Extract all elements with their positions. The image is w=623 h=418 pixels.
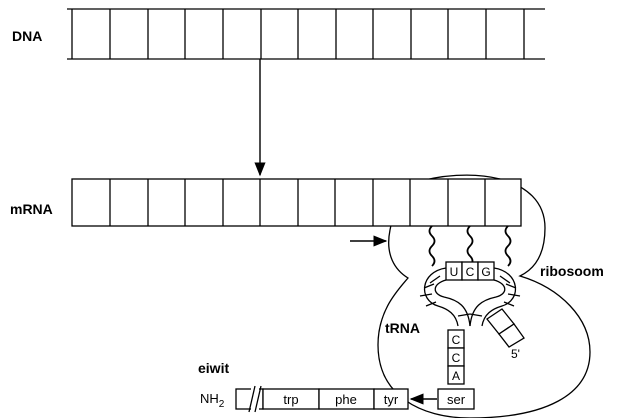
residue-3: tyr <box>384 392 399 407</box>
trna-amino-acid-box <box>437 388 475 410</box>
trna-tail <box>486 308 525 348</box>
trna-loop <box>419 267 521 327</box>
chain-break-marks <box>248 385 262 413</box>
mrna-label: mRNA <box>10 201 53 217</box>
acceptor-base-2: C <box>452 351 461 365</box>
anticodon-base-3: G <box>481 265 490 279</box>
anticodon <box>445 261 495 281</box>
acceptor-base-3: A <box>452 369 460 383</box>
ribosome-label: ribosoom <box>540 263 604 279</box>
acceptor-base-1: C <box>452 333 461 347</box>
trna-acceptor-stem <box>447 329 465 385</box>
codon-anticodon-bonds <box>428 225 512 267</box>
residue-2: phe <box>335 392 357 407</box>
protein-label: eiwit <box>198 360 229 376</box>
n-terminus-text: NH <box>200 391 219 406</box>
anticodon-base-2: C <box>466 265 475 279</box>
dna-label: DNA <box>12 28 42 44</box>
dna-strand <box>67 8 545 60</box>
residue-1: trp <box>283 392 298 407</box>
trna-label: tRNA <box>385 320 420 336</box>
n-terminus-subscript: 2 <box>219 399 225 410</box>
mrna-strand <box>71 178 522 227</box>
five-prime-label: 5' <box>511 347 520 361</box>
anticodon-base-1: U <box>450 265 459 279</box>
trna-amino-acid: ser <box>447 392 466 407</box>
protein-chain-boxes <box>235 388 409 410</box>
n-terminus-label: NH2 <box>200 391 225 410</box>
